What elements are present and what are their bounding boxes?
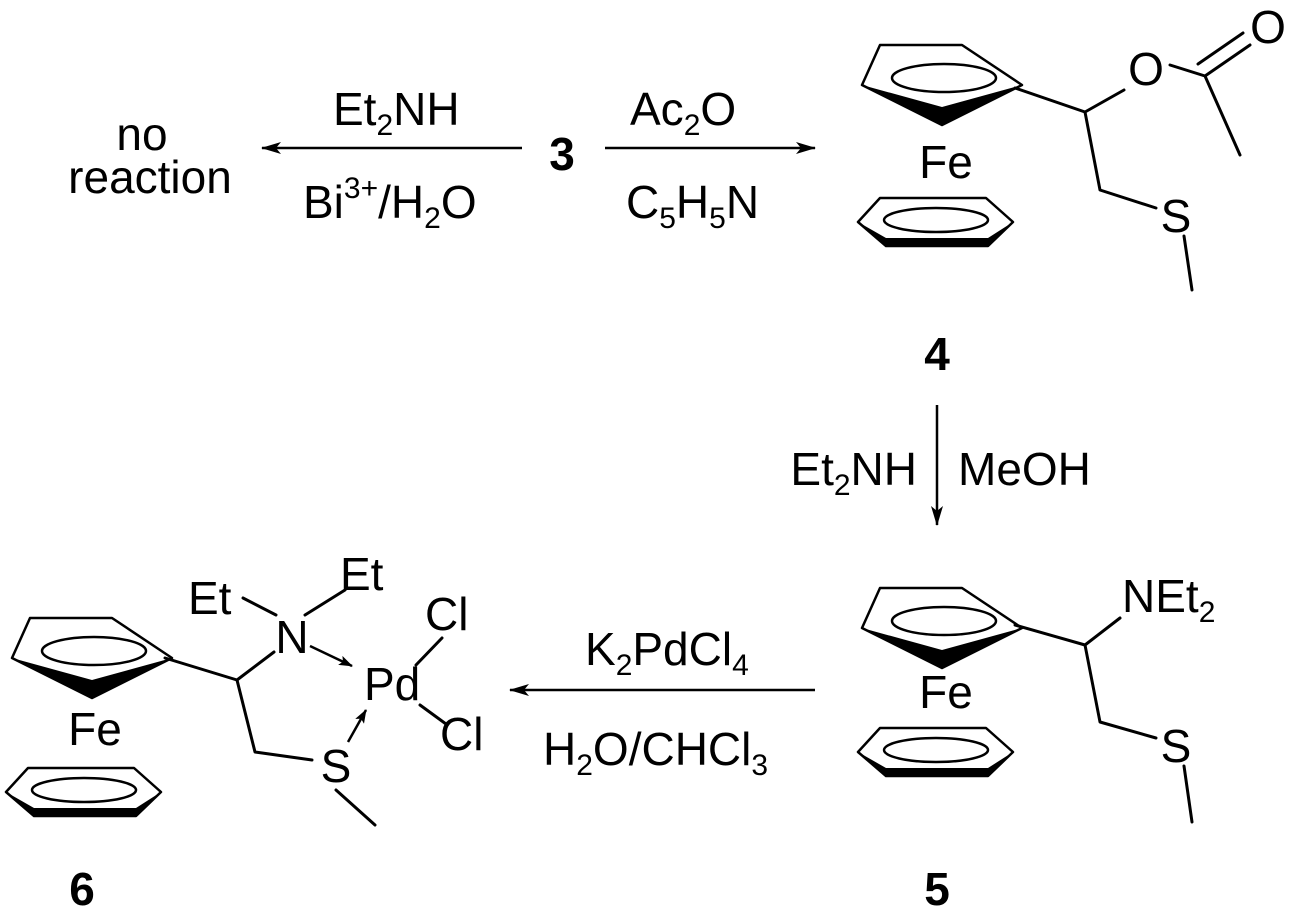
cp-ring-bottom-4 [856, 196, 1015, 248]
et-label-left: Et [188, 572, 232, 624]
pd-label-6: Pd [364, 658, 420, 710]
no-reaction-line1: no [116, 108, 167, 160]
compound-4-label: 4 [924, 328, 950, 380]
acetyl-bonds-4 [1168, 63, 1242, 157]
reagent-bottom-bottom: H2O/CHCl3 [543, 723, 768, 782]
reagent-bottom-top: K2PdCl4 [585, 623, 749, 682]
cp-ring-bottom-5 [856, 726, 1015, 778]
cl-label-top: Cl [425, 588, 468, 640]
compound-3-label: 3 [549, 128, 575, 180]
reagent-down-left: Et2NH [790, 443, 917, 502]
reagent-left-top: Et2NH [333, 83, 460, 142]
reagent-down-right: MeOH [958, 443, 1091, 495]
no-reaction-line2: reaction [68, 151, 232, 203]
cl-label-bottom: Cl [440, 708, 483, 760]
dative-bond-n-pd [309, 644, 353, 668]
compound-6-label: 6 [69, 863, 95, 912]
reagent-right-top: Ac2O [630, 83, 736, 142]
cp-ring-top-5 [860, 586, 1024, 670]
cp-ring-top-4 [860, 43, 1024, 127]
fe-label-4: Fe [919, 136, 973, 188]
compound-5-structure: Fe NEt2 S [856, 570, 1215, 824]
net2-label-5: NEt2 [1122, 570, 1215, 629]
dative-bond-s-pd [346, 709, 368, 743]
et-label-right: Et [340, 548, 384, 600]
sulfur-label-4: S [1161, 190, 1192, 242]
oxygen-label-4b: O [1250, 1, 1286, 53]
reagent-left-bottom: Bi3+/H2O [303, 172, 477, 235]
compound-6-structure: Fe Et Et N Pd Cl Cl S [4, 548, 483, 827]
fe-label-6: Fe [68, 703, 122, 755]
no-reaction-label: no reaction [68, 108, 232, 203]
nitrogen-label-6: N [275, 611, 308, 663]
cp-ring-top-6 [10, 616, 174, 700]
compound-4-structure: Fe O O S [856, 1, 1286, 292]
sulfur-label-6: S [321, 740, 352, 792]
side-chain-bonds-4 [1013, 86, 1126, 114]
fe-label-5: Fe [919, 666, 973, 718]
sulfur-label-5: S [1161, 720, 1192, 772]
reagent-right-bottom: C5H5N [626, 176, 759, 235]
compound-5-label: 5 [924, 863, 950, 912]
cp-ring-bottom-6 [4, 766, 163, 818]
oxygen-label-4a: O [1128, 43, 1164, 95]
